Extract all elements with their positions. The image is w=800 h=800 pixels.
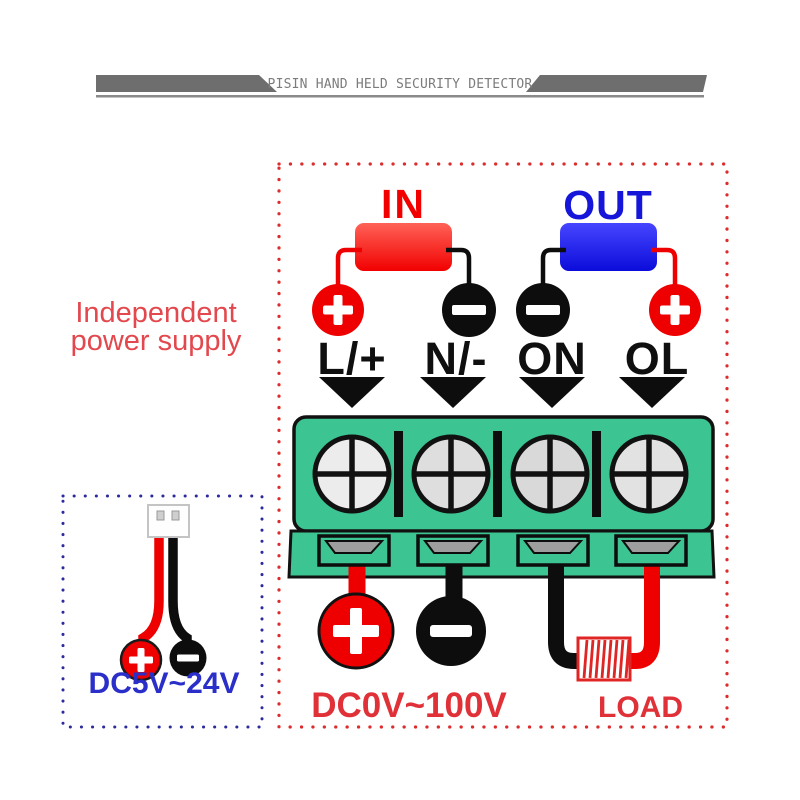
terminal-divider [493,431,502,517]
independent-caption-line1: Independent [75,297,237,329]
in-plus-terminal-icon [312,284,364,336]
terminal-block-base [287,529,716,579]
terminal-divider [592,431,601,517]
down-arrow-icon [319,377,385,408]
in-positive-wire [335,247,362,287]
terminal-label-n-minus: N/- [424,333,488,384]
terminal-divider [394,431,403,517]
connector-pin [171,510,180,521]
down-arrow-icon [519,377,585,408]
connector-pin [156,510,165,521]
down-arrow-icon [619,377,685,408]
terminal-block [287,415,716,579]
terminal-label-ol: OL [624,333,690,384]
load-wire-black [548,556,580,669]
banner-underline [96,95,704,98]
out-label: OUT [563,182,653,228]
out-block [560,223,657,271]
independent-supply-caption: Independent power supply [46,297,266,357]
supply-connector-group [119,504,207,682]
wire-slots [317,534,688,567]
load-coil-icon [576,636,632,682]
in-negative-wire [446,247,472,285]
terminal-label-l-plus: L/+ [317,333,387,384]
supply-negative-wire [168,537,192,642]
load-label: LOAD [598,691,683,724]
banner-left-bar [96,75,277,92]
independent-caption-line2: power supply [70,325,242,357]
load-wire-red [629,556,660,669]
banner-title: PISIN HAND HELD SECURITY DETECTOR [267,77,533,92]
down-arrows [319,377,685,408]
down-arrow-icon [420,377,486,408]
top-wires [335,247,678,287]
in-block [355,223,452,271]
jst-connector [147,504,190,538]
out-plus-terminal-icon [649,284,701,336]
wiring-panel-border [277,162,729,729]
dc-minus-terminal-icon [416,596,486,666]
dc-plus-terminal-icon [317,592,395,670]
banner-right-bar [526,75,707,92]
supply-minus-terminal-icon [169,639,207,677]
in-label: IN [381,181,426,227]
in-minus-terminal-icon [442,283,496,337]
out-positive-wire [651,247,678,287]
out-negative-wire [540,247,566,285]
input-range-label: DC0V~100V [311,686,507,725]
supply-positive-wire [138,537,164,643]
terminal-screws [312,434,689,514]
supply-range-label: DC5V~24V [88,667,240,700]
header-banner [96,75,707,98]
power-supply-border [61,494,264,729]
out-minus-terminal-icon [516,283,570,337]
supply-plus-terminal-icon [119,638,163,682]
terminal-label-on: ON [517,333,587,384]
